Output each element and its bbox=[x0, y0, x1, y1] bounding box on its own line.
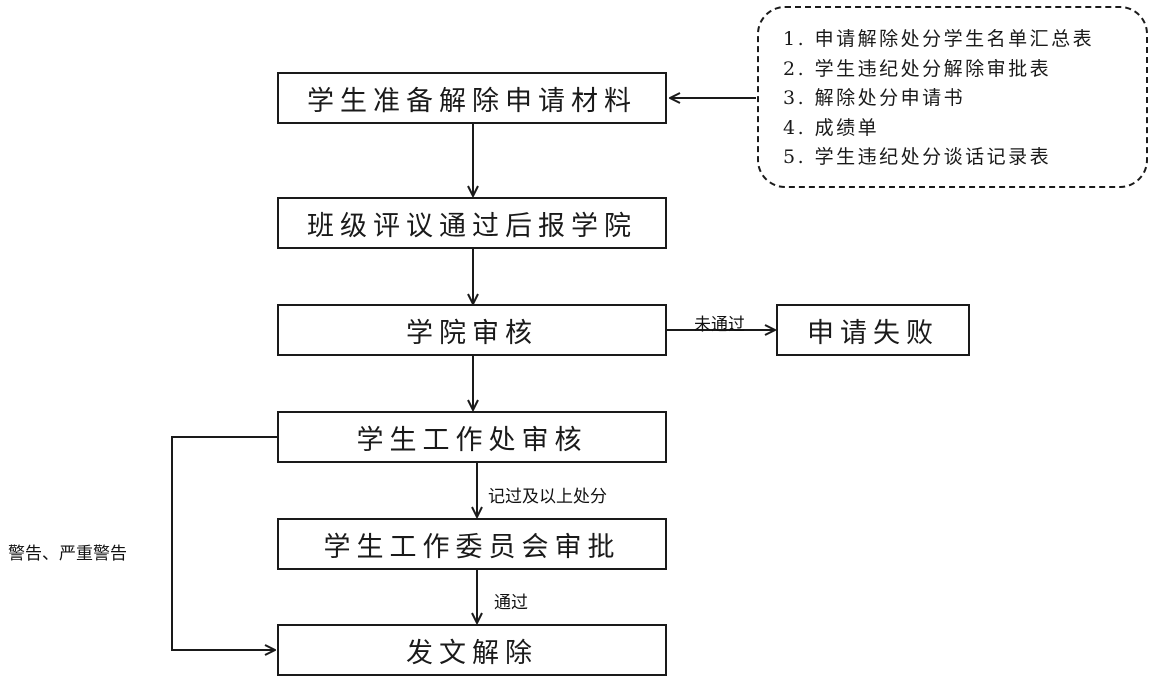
materials-note: 1. 申请解除处分学生名单汇总表 2. 学生违纪处分解除审批表 3. 解除处分申… bbox=[757, 6, 1148, 188]
edge-label-warning: 警告、严重警告 bbox=[8, 544, 127, 564]
edge-label-passed: 通过 bbox=[494, 593, 528, 613]
node-class-review: 班级评议通过后报学院 bbox=[277, 197, 667, 249]
node-college-review: 学院审核 bbox=[277, 304, 667, 356]
arrow-warning-bypass bbox=[171, 436, 277, 650]
materials-item: 2. 学生违纪处分解除审批表 bbox=[783, 57, 1052, 80]
node-issue-release: 发文解除 bbox=[277, 624, 667, 676]
materials-item: 5. 学生违纪处分谈话记录表 bbox=[783, 146, 1052, 168]
materials-item: 3. 解除处分申请书 bbox=[783, 87, 966, 109]
edge-label-demerit-or-above: 记过及以上处分 bbox=[488, 487, 607, 507]
node-prepare-materials: 学生准备解除申请材料 bbox=[277, 72, 667, 124]
materials-item: 1. 申请解除处分学生名单汇总表 bbox=[783, 28, 1095, 50]
node-student-affairs-review: 学生工作处审核 bbox=[277, 411, 667, 463]
node-application-failed: 申请失败 bbox=[776, 304, 970, 356]
edge-label-not-passed: 未通过 bbox=[694, 315, 745, 335]
node-committee-approval: 学生工作委员会审批 bbox=[277, 518, 667, 570]
materials-item: 4. 成绩单 bbox=[783, 116, 880, 139]
